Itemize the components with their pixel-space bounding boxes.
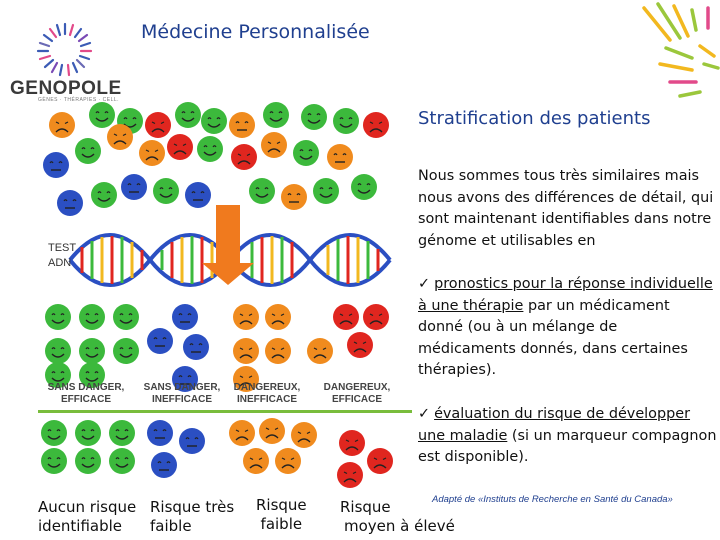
category-label: SANS DANGER, EFFICACE (38, 382, 134, 406)
face-red (231, 144, 257, 170)
risk-label-line2: faible (260, 515, 303, 533)
face-orange (49, 112, 75, 138)
category-label-line1: SANS DANGER, (47, 382, 125, 393)
top-crowd (43, 102, 389, 216)
category-label-line1: SANS DANGER, (143, 382, 221, 393)
group-safe-effective (45, 304, 139, 388)
face-green (201, 108, 227, 134)
face-red (167, 134, 193, 160)
logo-text: GENOPOLE (10, 78, 122, 99)
face-blue (57, 190, 83, 216)
face-green (301, 104, 327, 130)
face-green (75, 138, 101, 164)
face-red (145, 112, 171, 138)
group-very-low-risk (147, 420, 205, 478)
face-green (333, 108, 359, 134)
face-blue (43, 152, 69, 178)
bullet-prognostic-underlined: pronostics pour la réponse individuelle … (418, 276, 713, 314)
risk-label-line1: Risque (256, 496, 307, 514)
risk-label-line1: Risque très (150, 498, 235, 516)
logo-subtext: GÈNES · THÉRAPIES · CELL. (38, 97, 120, 103)
risk-label: Risque très faible (150, 498, 234, 536)
face-green (351, 174, 377, 200)
bullet-prognostic-rest: par un médicament donné (ou à un mélange… (418, 297, 688, 379)
face-green (175, 102, 201, 128)
face-green (197, 136, 223, 162)
page-title: Médecine Personnalisée (141, 21, 370, 43)
bullet-risk-underlined: évaluation du risque de développer une m… (418, 406, 691, 444)
group-medium-high-risk (337, 430, 393, 488)
patient-stratification-illustration (41, 102, 393, 488)
bullet-risk-rest: (si un marqueur compagnon est disponible… (418, 427, 717, 466)
section-subtitle: Stratification des patients (418, 108, 651, 129)
dna-test-label: TEST ADN (48, 241, 76, 271)
face-green (313, 178, 339, 204)
checkmark-icon: ✓ (418, 406, 431, 422)
risk-label-line1: Aucun risque (38, 498, 137, 516)
group-dangerous-ineffective (233, 304, 333, 392)
category-label-line2: EFFICACE (61, 394, 111, 405)
face-orange (281, 184, 307, 210)
risk-label-line2: identifiable (38, 517, 123, 535)
bullet-risk: ✓évaluation du risque de développer une … (418, 404, 718, 469)
face-green (263, 102, 289, 128)
group-no-risk (41, 420, 135, 474)
corner-decoration (642, 2, 720, 98)
category-label: DANGEREUX, EFFICACE (312, 382, 402, 406)
group-dangerous-effective (333, 304, 389, 358)
face-green (153, 178, 179, 204)
face-orange (327, 144, 353, 170)
face-green (89, 102, 115, 128)
dna-test-label-line2: ADN (48, 257, 72, 269)
divider-line (38, 410, 412, 413)
group-safe-ineffective (147, 304, 209, 392)
category-label: DANGEREUX, INEFFICACE (222, 382, 312, 406)
face-orange (229, 112, 255, 138)
checkmark-icon: ✓ (418, 276, 431, 292)
face-orange (261, 132, 287, 158)
group-low-risk (229, 418, 317, 474)
risk-label: Risque faible (256, 496, 307, 534)
category-label-line2: INEFFICACE (152, 394, 212, 405)
face-green (91, 182, 117, 208)
face-blue (185, 182, 211, 208)
risk-label-line1: Risque (340, 498, 391, 516)
face-green (249, 178, 275, 204)
bullet-prognostic: ✓pronostics pour la réponse individuelle… (418, 274, 718, 382)
risk-label-line2: faible (150, 517, 192, 535)
category-label-line1: DANGEREUX, (233, 382, 301, 393)
genopole-logo (36, 22, 93, 77)
face-orange (139, 140, 165, 166)
down-arrow-icon (202, 205, 254, 285)
face-orange (107, 124, 133, 150)
face-blue (121, 174, 147, 200)
face-green (293, 140, 319, 166)
category-label-line2: EFFICACE (332, 394, 382, 405)
intro-paragraph: Nous sommes tous très similaires mais no… (418, 168, 714, 249)
category-label-line1: DANGEREUX, (323, 382, 391, 393)
risk-label: Risque moyen à élevé (340, 498, 455, 536)
dna-test-label-line1: TEST (48, 242, 77, 254)
risk-label: Aucun risque identifiable (38, 498, 136, 536)
category-label-line2: INEFFICACE (237, 394, 297, 405)
source-credit: Adapté de «Instituts de Recherche en San… (432, 494, 673, 505)
category-label: SANS DANGER, INEFFICACE (134, 382, 230, 406)
face-red (363, 112, 389, 138)
risk-label-line2: moyen à élevé (344, 517, 455, 535)
